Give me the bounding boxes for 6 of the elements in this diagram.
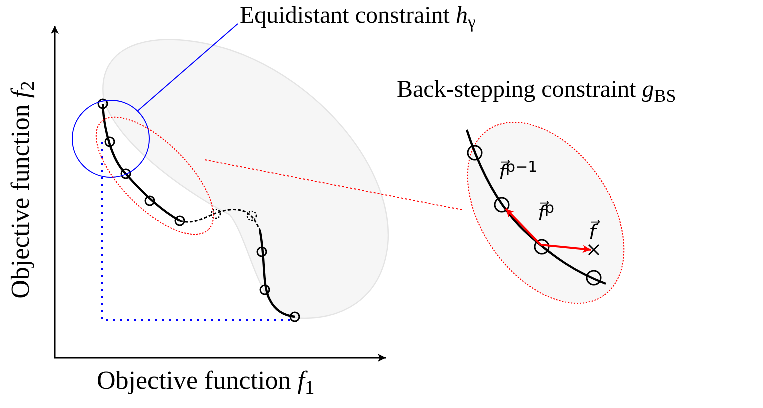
zoom-connector-line [204,160,462,210]
point-label: f⃗$^{p−1}$ [499,162,538,182]
leader-line [138,24,238,112]
point-label: f⃗$^{p}$ [538,203,555,223]
axis-label: Objective function f$_{1}$ [97,368,315,394]
zoom-heading: Back-stepping constraint g$_{BS}$ [397,78,676,102]
